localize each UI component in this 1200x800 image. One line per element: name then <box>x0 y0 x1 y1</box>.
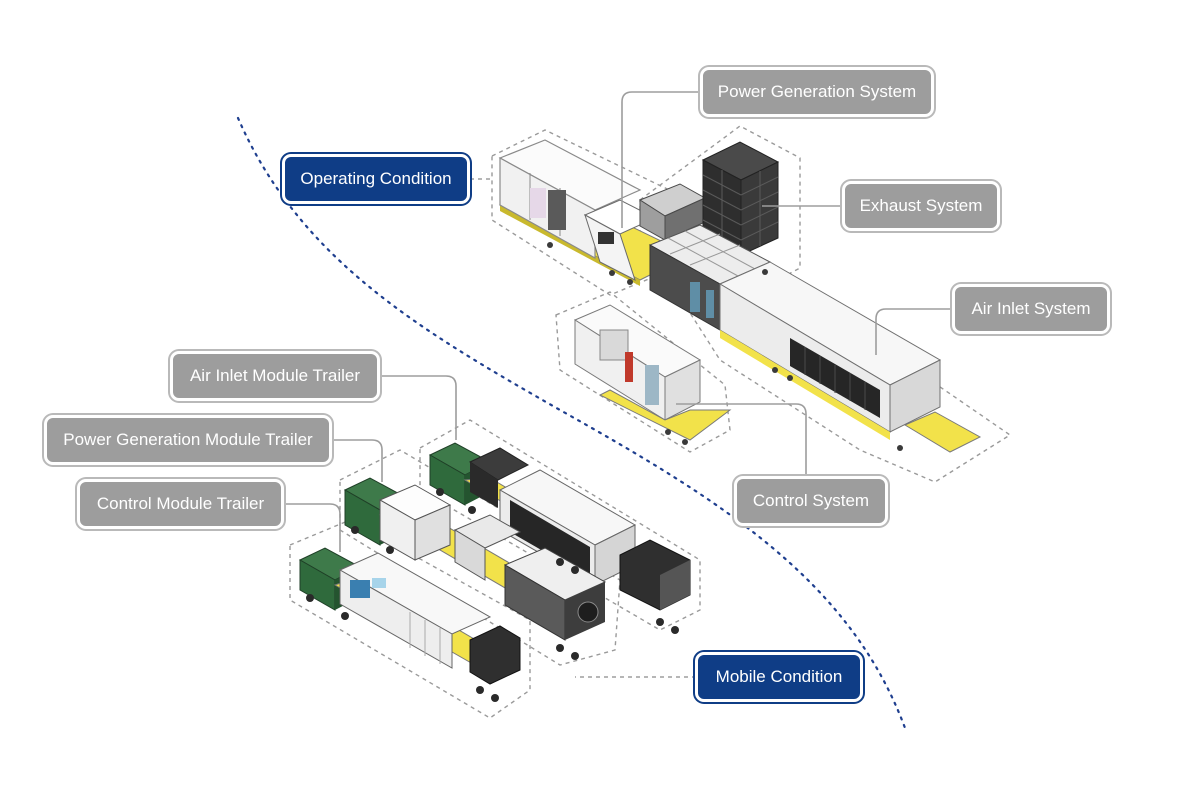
leader-air-inlet <box>875 308 952 355</box>
power-generation-module-trailer-label: Power Generation Module Trailer <box>44 415 332 465</box>
operating-assembly-illustration <box>491 125 1012 483</box>
operating-condition-label: Operating Condition <box>282 154 470 204</box>
control-module-outline <box>555 291 731 453</box>
power-generation-system-label: Power Generation System <box>700 67 934 117</box>
leader-power-generation <box>621 91 700 228</box>
mobile-condition-label: Mobile Condition <box>695 652 863 702</box>
exhaust-system-label: Exhaust System <box>842 181 1000 231</box>
leader-control-trailer <box>282 503 341 552</box>
air-inlet-module-trailer-label: Air Inlet Module Trailer <box>170 351 380 401</box>
leader-control <box>676 403 807 478</box>
control-system-label: Control System <box>734 476 888 526</box>
control-module-trailer-label: Control Module Trailer <box>77 479 284 529</box>
leader-air-inlet-trailer <box>378 375 457 440</box>
mobile-trailers-illustration <box>289 419 701 719</box>
leader-power-generation-trailer <box>330 439 383 482</box>
air-inlet-system-label: Air Inlet System <box>952 284 1110 334</box>
